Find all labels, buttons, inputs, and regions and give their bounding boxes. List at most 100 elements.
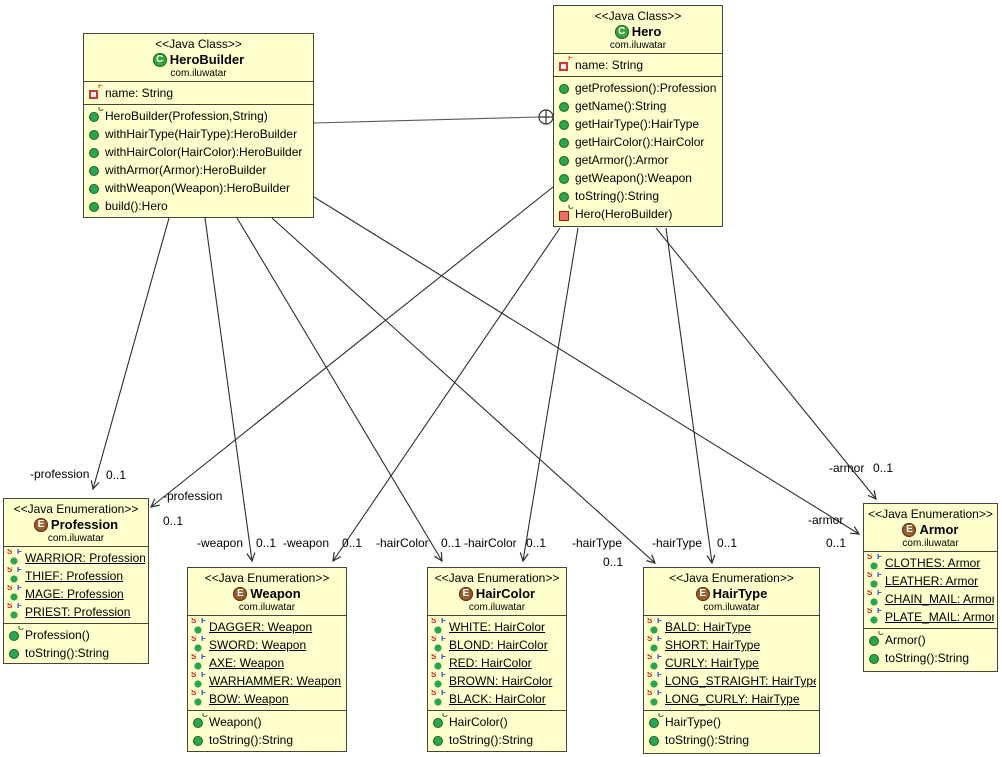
enum-constant-row: THIEF: Profession bbox=[7, 567, 145, 585]
method-label: getHairType():HairType bbox=[575, 117, 700, 131]
method-label: HairColor() bbox=[449, 715, 508, 729]
method-label: withHairColor(HairColor):HeroBuilder bbox=[105, 145, 303, 159]
enum-name-row: E HairType bbox=[646, 585, 817, 602]
edge-label: -armor bbox=[829, 461, 865, 475]
enum-name: HairType bbox=[712, 586, 768, 601]
method-row: HairColor() bbox=[431, 713, 563, 731]
enum-constant-row: WHITE: HairColor bbox=[431, 618, 563, 636]
edge-multiplicity: 0..1 bbox=[163, 514, 184, 528]
method-label: Hero(HeroBuilder) bbox=[575, 207, 673, 221]
method-label: getHairColor():HairColor bbox=[575, 135, 705, 149]
method-label: Armor() bbox=[885, 633, 926, 647]
association-hero-weapon[interactable] bbox=[332, 227, 561, 563]
method-row: toString():String bbox=[7, 644, 145, 662]
class-box-hero[interactable]: <<Java Class>> C Hero com.iluwatar name:… bbox=[553, 5, 723, 227]
connector-herobuilder-hero[interactable] bbox=[313, 109, 554, 125]
enum-box-profession[interactable]: <<Java Enumeration>> E Profession com.il… bbox=[3, 498, 149, 664]
constant-label: MAGE: Profession bbox=[25, 587, 124, 601]
static-final-field-icon bbox=[647, 672, 663, 688]
method-label: withArmor(Armor):HeroBuilder bbox=[105, 163, 267, 177]
static-final-field-icon bbox=[191, 654, 207, 670]
edge-label: -weapon bbox=[283, 536, 330, 550]
public-method-icon bbox=[87, 145, 103, 159]
methods-compartment: Profession() toString():String bbox=[4, 623, 148, 664]
public-method-icon bbox=[87, 127, 103, 141]
enum-constant-row: CLOTHES: Armor bbox=[867, 554, 994, 572]
enum-box-haircolor[interactable]: <<Java Enumeration>> E HairColor com.ilu… bbox=[427, 567, 567, 752]
private-field-icon bbox=[557, 56, 573, 72]
association-hero-hairtype[interactable] bbox=[665, 227, 716, 565]
static-final-field-icon bbox=[191, 618, 207, 634]
public-method-icon bbox=[7, 646, 23, 660]
method-label: HairType() bbox=[665, 715, 722, 729]
enum-name-row: E Profession bbox=[6, 516, 146, 533]
method-row: toString():String bbox=[191, 731, 343, 749]
constants-compartment: DAGGER: Weapon SWORD: Weapon AXE: Weapon… bbox=[188, 615, 346, 710]
package-name: com.iluwatar bbox=[468, 602, 526, 613]
static-final-field-icon bbox=[647, 636, 663, 652]
enum-header: <<Java Enumeration>> E Weapon com.iluwat… bbox=[188, 568, 346, 615]
constant-label: DAGGER: Weapon bbox=[209, 620, 313, 634]
method-row: build():Hero bbox=[87, 197, 310, 215]
constant-label: WHITE: HairColor bbox=[449, 620, 546, 634]
static-final-field-icon bbox=[431, 618, 447, 634]
edge-multiplicity: 0..1 bbox=[256, 536, 277, 550]
enum-constant-row: WARHAMMER: Weapon bbox=[191, 672, 343, 690]
association-hero-armor[interactable] bbox=[655, 227, 877, 501]
association-hero-haircolor[interactable] bbox=[519, 227, 579, 563]
constant-label: PRIEST: Profession bbox=[25, 605, 131, 619]
static-final-field-icon bbox=[191, 690, 207, 706]
association-herobuilder-profession[interactable] bbox=[90, 217, 170, 491]
stereotype: <<Java Enumeration>> bbox=[204, 571, 330, 585]
enum-box-armor[interactable]: <<Java Enumeration>> E Armor com.iluwata… bbox=[863, 503, 998, 672]
method-row: Hero(HeroBuilder) bbox=[557, 205, 719, 223]
enum-name: HairColor bbox=[475, 586, 536, 601]
enum-constant-row: PLATE_MAIL: Armor bbox=[867, 608, 994, 626]
public-method-icon bbox=[431, 733, 447, 747]
association-herobuilder-haircolor[interactable] bbox=[236, 217, 443, 563]
class-name: HeroBuilder bbox=[169, 52, 245, 67]
method-row: Weapon() bbox=[191, 713, 343, 731]
enum-name-row: E HairColor bbox=[430, 585, 564, 602]
constant-label: WARHAMMER: Weapon bbox=[209, 674, 342, 688]
enum-icon: E bbox=[902, 522, 917, 537]
association-hero-profession[interactable] bbox=[149, 186, 554, 508]
static-final-field-icon bbox=[647, 654, 663, 670]
association-herobuilder-hairtype[interactable] bbox=[271, 217, 656, 564]
constants-compartment: CLOTHES: Armor LEATHER: Armor CHAIN_MAIL… bbox=[864, 551, 997, 628]
class-box-herobuilder[interactable]: <<Java Class>> C HeroBuilder com.iluwata… bbox=[83, 33, 314, 218]
edge-label: -hairType bbox=[572, 536, 623, 550]
edge-label: -profession bbox=[30, 467, 90, 481]
association-herobuilder-weapon[interactable] bbox=[204, 217, 256, 563]
constants-compartment: BALD: HairType SHORT: HairType CURLY: Ha… bbox=[644, 615, 819, 710]
method-row: HeroBuilder(Profession,String) bbox=[87, 107, 310, 125]
public-constructor-icon bbox=[647, 713, 664, 729]
enum-constant-row: BLOND: HairColor bbox=[431, 636, 563, 654]
field-label: name: String bbox=[105, 86, 174, 100]
class-header: <<Java Class>> C HeroBuilder com.iluwata… bbox=[84, 34, 313, 81]
constant-label: BOW: Weapon bbox=[209, 692, 289, 706]
static-final-field-icon bbox=[7, 585, 23, 601]
association-herobuilder-armor[interactable] bbox=[313, 196, 861, 535]
enum-box-hairtype[interactable]: <<Java Enumeration>> E HairType com.iluw… bbox=[643, 567, 820, 754]
enum-icon: E bbox=[458, 586, 473, 601]
enum-constant-row: LONG_STRAIGHT: HairType bbox=[647, 672, 816, 690]
methods-compartment: HairColor() toString():String bbox=[428, 710, 566, 751]
public-method-icon bbox=[87, 199, 103, 213]
enum-box-weapon[interactable]: <<Java Enumeration>> E Weapon com.iluwat… bbox=[187, 567, 347, 752]
public-constructor-icon bbox=[87, 107, 104, 123]
method-label: getArmor():Armor bbox=[575, 153, 669, 167]
static-final-field-icon bbox=[7, 603, 23, 619]
edge-multiplicity: 0..1 bbox=[826, 536, 847, 550]
edge-label: -hairColor bbox=[376, 536, 429, 550]
static-final-field-icon bbox=[431, 672, 447, 688]
edge-multiplicity: 0..1 bbox=[526, 536, 547, 550]
enum-name-row: E Weapon bbox=[190, 585, 344, 602]
constant-label: CHAIN_MAIL: Armor bbox=[885, 592, 994, 606]
edge-multiplicity: 0..1 bbox=[873, 461, 894, 475]
static-final-field-icon bbox=[431, 636, 447, 652]
method-label: getWeapon():Weapon bbox=[575, 171, 692, 185]
method-label: toString():String bbox=[885, 651, 970, 665]
method-row: getHairColor():HairColor bbox=[557, 133, 719, 151]
